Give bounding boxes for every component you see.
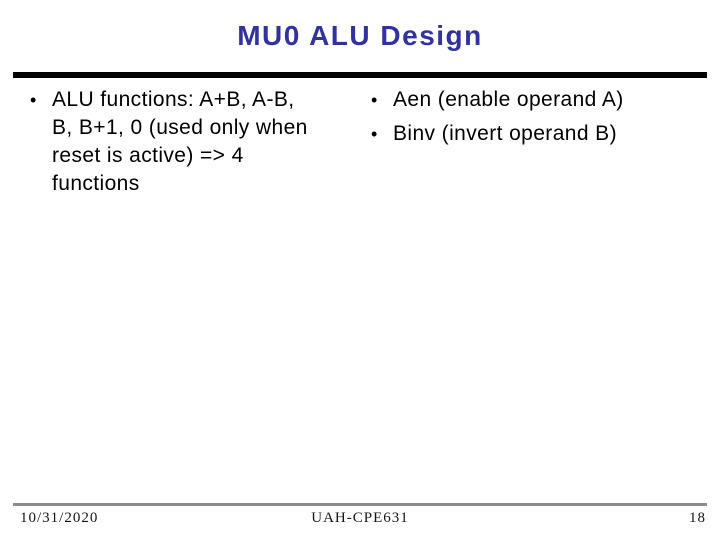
right-text-column: • Aen (enable operand A) • Binv (invert … xyxy=(371,86,706,148)
bullet-text: ALU functions: A+B, A-B, B, B+1, 0 (used… xyxy=(52,86,360,198)
title-divider-rule xyxy=(13,72,707,78)
footer-divider-rule xyxy=(13,503,707,506)
bullet-text-line: B, B+1, 0 (used only when xyxy=(52,116,308,139)
slide-title: MU0 ALU Design xyxy=(237,20,483,51)
footer-date: 10/31/2020 xyxy=(20,510,99,526)
bullet-text: Aen (enable operand A) xyxy=(393,88,624,111)
slide-footer: 10/31/2020 UAH-CPE631 18 xyxy=(0,508,720,532)
footer-course-label: UAH-CPE631 xyxy=(311,510,409,526)
bullet-item-alu-functions: • ALU functions: A+B, A-B, B, B+1, 0 (us… xyxy=(30,86,360,198)
bullet-item-binv: • Binv (invert operand B) xyxy=(371,120,706,148)
footer-page-number: 18 xyxy=(689,510,706,526)
bullet-icon: • xyxy=(30,90,37,110)
bullet-icon: • xyxy=(371,124,378,144)
bullet-text-line: functions xyxy=(52,172,140,195)
bullet-text: Binv (invert operand B) xyxy=(393,122,617,145)
bullet-icon: • xyxy=(371,90,378,110)
bullet-item-aen: • Aen (enable operand A) xyxy=(371,86,706,114)
bullet-text-line: reset is active) => 4 xyxy=(52,144,244,167)
bullet-text-line: ALU functions: A+B, A-B, xyxy=(52,88,295,111)
left-text-column: • ALU functions: A+B, A-B, B, B+1, 0 (us… xyxy=(30,86,360,198)
